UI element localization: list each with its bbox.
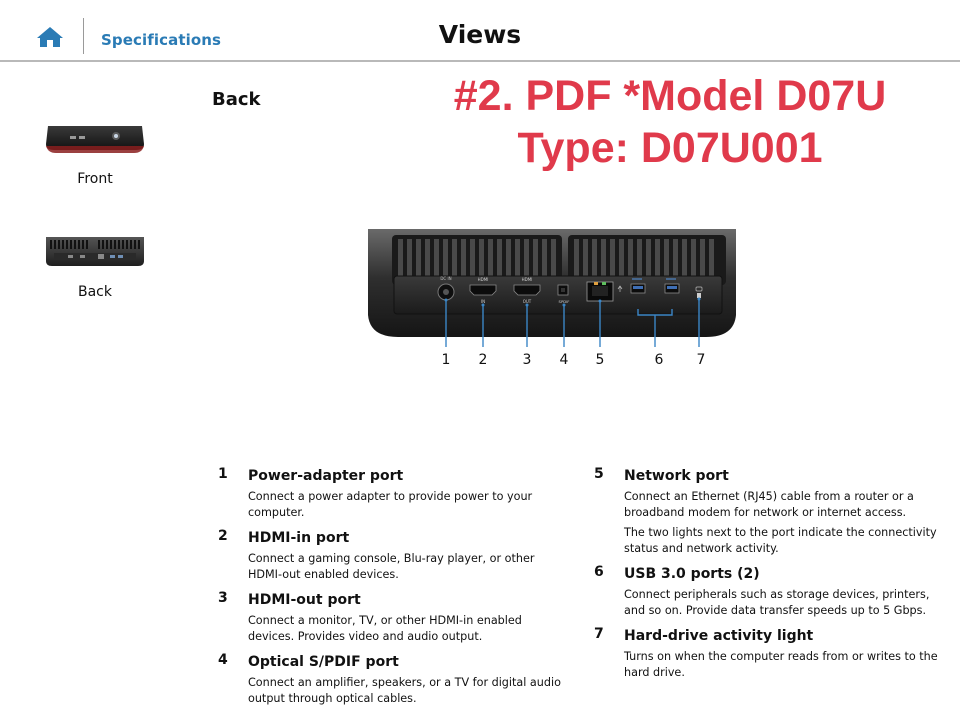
port-item-hdmi-out: 3 HDMI-out port Connect a monitor, TV, o… (218, 590, 563, 644)
model-watermark: #2. PDF *Model D07U Type: D07U001 (400, 70, 940, 174)
page-title-text: Views (438, 20, 522, 49)
page-title: Views (0, 20, 960, 49)
computer-front-thumbnail-icon (46, 126, 144, 153)
port-list-left: 1 Power-adapter port Connect a power ada… (218, 466, 563, 714)
hdmi-in-label-top: HDMI (478, 277, 489, 282)
right-vent-grille (574, 239, 714, 281)
port-item-usb: 6 USB 3.0 ports (2) Connect peripherals … (594, 564, 949, 618)
sidebar-item-back-label: Back (78, 284, 112, 300)
header-divider (83, 18, 84, 54)
port-description: Connect peripherals such as storage devi… (624, 588, 930, 617)
callout-6: 6 (655, 352, 664, 368)
sidebar-item-front-label: Front (77, 171, 113, 187)
port-item-hdmi-in: 2 HDMI-in port Connect a gaming console,… (218, 528, 563, 582)
port-description: Connect a monitor, TV, or other HDMI-in … (248, 614, 522, 643)
home-icon (37, 27, 63, 47)
optical-port-label: SPDIF (559, 299, 570, 304)
power-port-label: DC IN (440, 276, 451, 281)
hdmi-out-label-bottom: OUT (523, 299, 532, 304)
callout-4: 4 (560, 352, 569, 368)
port-number: 4 (218, 652, 228, 668)
hdmi-in-port: HDMI IN (469, 277, 497, 304)
hard-drive-activity-light (695, 286, 703, 298)
hdmi-in-label-bottom: IN (481, 299, 485, 304)
port-title: Optical S/PDIF port (248, 654, 399, 670)
port-title: HDMI-in port (248, 530, 350, 546)
sidebar-item-back[interactable] (40, 233, 150, 269)
port-description: Connect an amplifier, speakers, or a TV … (248, 676, 561, 705)
port-description: Connect a gaming console, Blu-ray player… (248, 552, 535, 581)
callout-5: 5 (596, 352, 605, 368)
watermark-line-2: Type: D07U001 (517, 124, 823, 172)
section-heading: Back (212, 89, 261, 110)
port-description: Connect a power adapter to provide power… (248, 490, 533, 519)
port-title: HDMI-out port (248, 592, 361, 608)
device-back-svg: DC IN HDMI IN HDMI OUT SPDIF (368, 229, 736, 368)
power-adapter-port: DC IN (437, 276, 455, 301)
usb-3-ports (630, 278, 680, 294)
port-item-power: 1 Power-adapter port Connect a power ada… (218, 466, 563, 520)
callout-3: 3 (523, 352, 532, 368)
port-title: USB 3.0 ports (2) (624, 566, 760, 582)
port-item-optical: 4 Optical S/PDIF port Connect an amplifi… (218, 652, 563, 706)
port-item-hdd-light: 7 Hard-drive activity light Turns on whe… (594, 626, 949, 680)
network-port (586, 281, 623, 302)
device-back-illustration: DC IN HDMI IN HDMI OUT SPDIF (366, 227, 738, 372)
port-number: 3 (218, 590, 228, 606)
header-bar: Specifications Views (0, 0, 960, 62)
port-description: Turns on when the computer reads from or… (624, 650, 938, 679)
left-vent-grille (398, 239, 556, 281)
computer-back-thumbnail-icon (46, 237, 144, 266)
port-title: Network port (624, 468, 729, 484)
callout-1: 1 (442, 352, 451, 368)
home-button[interactable] (36, 25, 64, 49)
port-item-network: 5 Network port Connect an Ethernet (RJ45… (594, 466, 949, 556)
port-list-right: 5 Network port Connect an Ethernet (RJ45… (594, 466, 949, 688)
callout-2: 2 (479, 352, 488, 368)
specifications-link[interactable]: Specifications (101, 31, 222, 49)
port-title: Power-adapter port (248, 468, 404, 484)
port-description: Connect an Ethernet (RJ45) cable from a … (624, 490, 914, 519)
port-number: 6 (594, 564, 604, 580)
port-number: 1 (218, 466, 228, 482)
port-title: Hard-drive activity light (624, 628, 814, 644)
callout-lines (445, 299, 700, 347)
callout-7: 7 (697, 352, 706, 368)
port-description: The two lights next to the port indicate… (624, 526, 937, 555)
callout-dots (444, 297, 701, 307)
sidebar-item-front[interactable] (40, 120, 150, 156)
port-number: 7 (594, 626, 604, 642)
optical-spdif-port: SPDIF (557, 284, 570, 304)
hdmi-out-label-top: HDMI (522, 277, 533, 282)
port-number: 5 (594, 466, 604, 482)
port-number: 2 (218, 528, 228, 544)
hdmi-out-port: HDMI OUT (513, 277, 541, 304)
watermark-line-1: #2. PDF *Model D07U (453, 72, 887, 120)
